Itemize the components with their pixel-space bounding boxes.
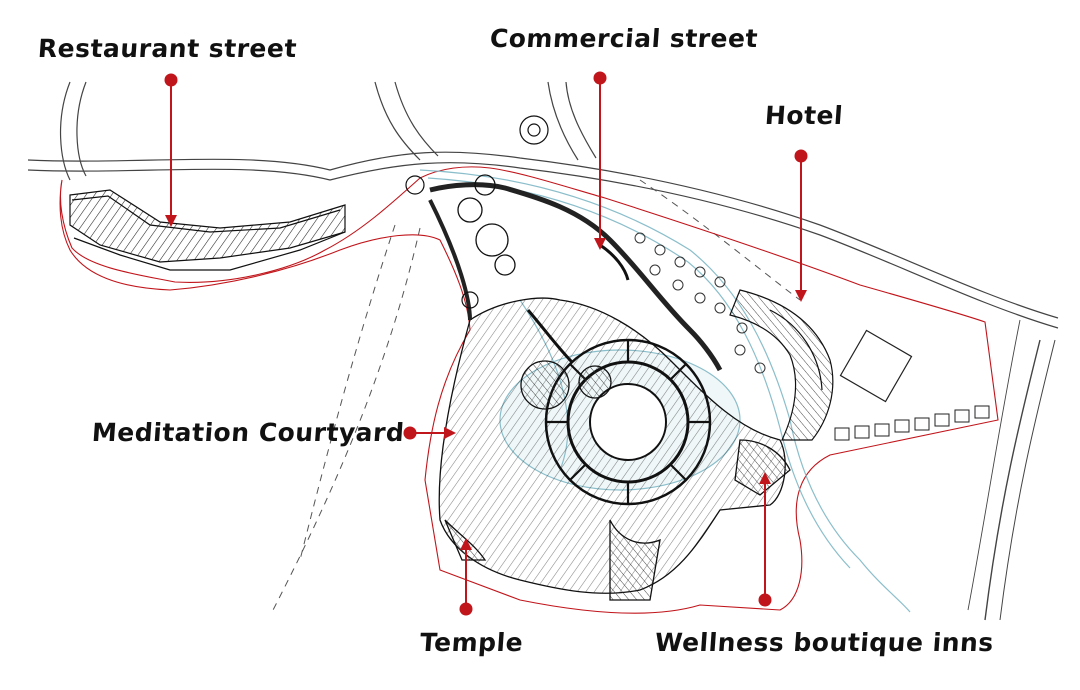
hotel-arrowhead [795, 290, 807, 302]
temple-dot [459, 602, 473, 616]
restaurant-street-arrowhead [165, 215, 177, 227]
meditation-courtyard-arrowhead [444, 427, 456, 439]
wellness-inns-dot [758, 593, 772, 607]
meditation-courtyard-label: Meditation Courtyard [90, 418, 406, 447]
restaurant-street-label: Restaurant street [36, 34, 298, 63]
hotel-dot [794, 149, 808, 163]
wellness-inns-arrowhead [759, 472, 771, 484]
temple-label: Temple [418, 628, 525, 657]
commercial-street-arrowhead [594, 238, 606, 250]
meditation-courtyard-dot [403, 426, 417, 440]
hotel-label: Hotel [763, 101, 845, 130]
commercial-street-label: Commercial street [488, 24, 759, 53]
temple-arrowhead [460, 538, 472, 550]
village-buildings [405, 115, 791, 601]
commercial-street-dot [593, 71, 607, 85]
dashed-paths [271, 179, 801, 613]
site-boundary [59, 166, 999, 614]
callout-markers [164, 71, 808, 616]
hotel-buildings [634, 232, 990, 441]
restaurant-street-dot [164, 73, 178, 87]
wellness-inns-label: Wellness boutique inns [653, 628, 995, 657]
roads [27, 81, 1059, 621]
restaurant-street-buildings [69, 189, 346, 271]
